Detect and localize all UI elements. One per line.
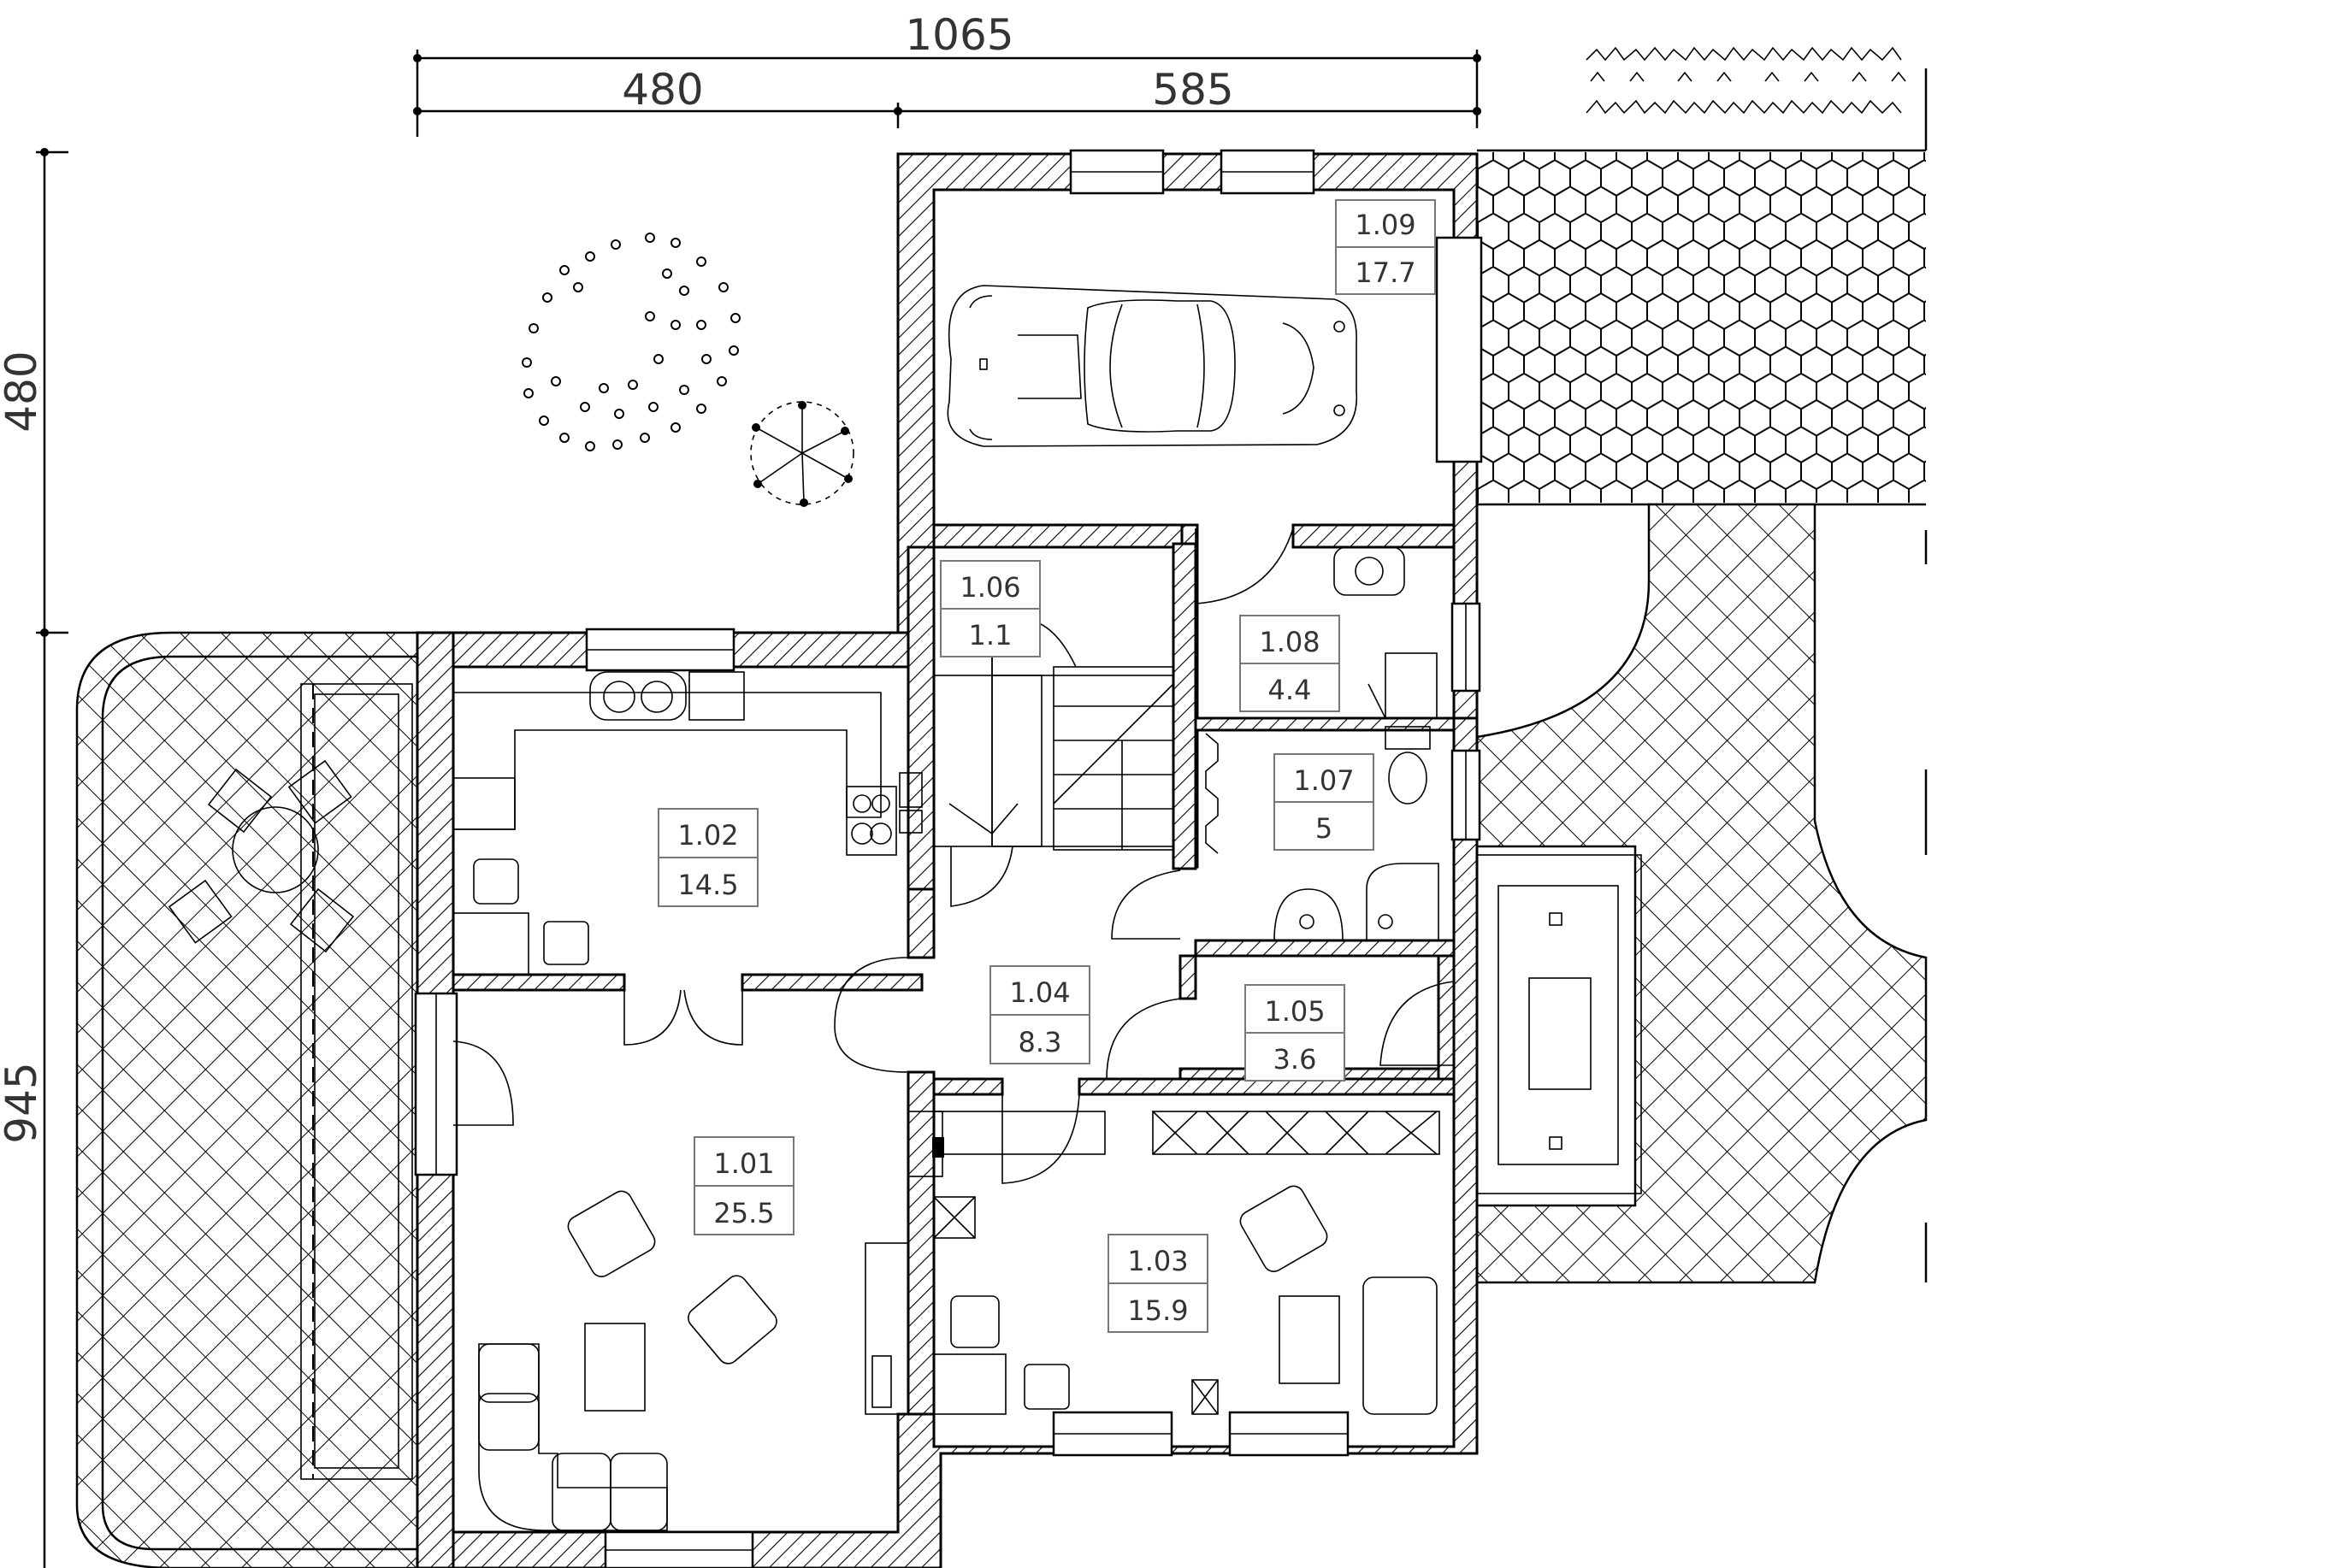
- bedroom-furniture: [933, 1111, 1440, 1415]
- room-label-1-03: 1.03 15.9: [1108, 1234, 1208, 1333]
- dimension-lines: [36, 50, 1481, 1568]
- room-area: 5: [1315, 812, 1332, 845]
- bathroom-fixtures: [1205, 546, 1439, 941]
- house-walls: [416, 152, 1479, 1568]
- tree-shrub: [522, 233, 741, 451]
- room-label-1-01: 1.01 25.5: [694, 1136, 794, 1235]
- tree-small: [750, 401, 854, 507]
- staircase: [933, 618, 1174, 851]
- room-area: 3.6: [1273, 1043, 1317, 1076]
- room-id: 1.01: [713, 1147, 774, 1180]
- windows: [414, 149, 1483, 1568]
- room-area: 17.7: [1355, 256, 1415, 289]
- room-id: 1.02: [677, 819, 738, 852]
- dimension-left-upper: 480: [0, 351, 46, 432]
- room-label-1-04: 1.04 8.3: [989, 965, 1090, 1064]
- fireplace: [907, 1111, 944, 1177]
- dimension-top-total: 1065: [905, 10, 1013, 60]
- room-id: 1.08: [1259, 626, 1320, 658]
- room-label-1-02: 1.02 14.5: [658, 808, 759, 907]
- room-id: 1.05: [1264, 995, 1325, 1028]
- room-area: 4.4: [1268, 674, 1312, 706]
- dimension-top-right: 585: [1152, 65, 1233, 115]
- room-area: 1.1: [969, 619, 1013, 651]
- dimension-top-left: 480: [622, 65, 703, 115]
- room-id: 1.06: [960, 571, 1020, 604]
- room-area: 14.5: [677, 869, 738, 901]
- grass: [1586, 46, 1906, 115]
- room-label-1-06: 1.06 1.1: [940, 560, 1041, 657]
- doors: [452, 528, 1455, 1184]
- room-id: 1.03: [1127, 1245, 1188, 1277]
- room-label-1-09: 1.09 17.7: [1335, 199, 1436, 295]
- room-area: 15.9: [1127, 1294, 1188, 1327]
- paving: [75, 68, 1928, 1568]
- living-room-furniture: [478, 1190, 909, 1531]
- garden-furniture: [168, 759, 355, 953]
- room-area: 8.3: [1019, 1026, 1062, 1058]
- parking-grate: [1476, 854, 1642, 1194]
- room-label-1-08: 1.08 4.4: [1239, 615, 1340, 712]
- room-id: 1.07: [1293, 764, 1354, 797]
- dimension-left-lower: 945: [0, 1062, 46, 1143]
- room-area: 25.5: [713, 1197, 774, 1229]
- room-id: 1.09: [1355, 209, 1415, 241]
- terrace-walkway: [300, 683, 413, 1480]
- room-label-1-05: 1.05 3.6: [1244, 984, 1345, 1082]
- kitchen-furniture: [452, 671, 923, 976]
- room-label-1-07: 1.07 5: [1273, 753, 1374, 851]
- car: [947, 285, 1358, 447]
- room-id: 1.04: [1009, 976, 1070, 1009]
